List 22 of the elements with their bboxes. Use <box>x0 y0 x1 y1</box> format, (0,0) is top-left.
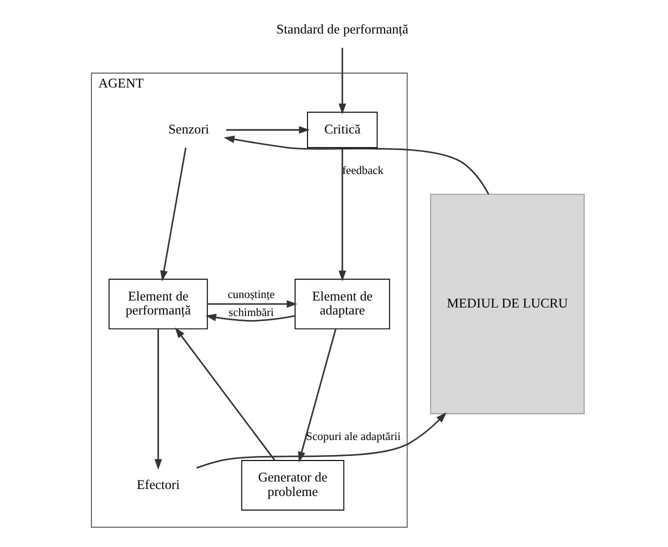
node-box: Generator de probleme <box>241 460 344 511</box>
arrow <box>205 314 296 322</box>
edge-label: cunoștințe <box>228 288 275 301</box>
arrow <box>208 300 298 308</box>
arrow <box>160 148 187 282</box>
node-box: MEDIUL DE LUCRU <box>430 194 585 414</box>
arrow <box>196 412 447 469</box>
arrow <box>154 329 162 470</box>
arrow <box>298 328 336 462</box>
arrow <box>226 126 310 134</box>
node-text: Senzori <box>168 121 210 136</box>
arrow <box>338 148 346 282</box>
node-text: Efectori <box>136 476 180 492</box>
edge-label: schimbări <box>228 307 274 320</box>
node-box: Element de adaptare <box>294 278 390 330</box>
arrow <box>224 136 490 195</box>
arrow <box>174 327 276 461</box>
node-text: Standard de performanță <box>276 21 408 36</box>
edge-label: Scopuri ale adaptării <box>306 431 401 444</box>
node-box: Element de performanță <box>108 278 208 330</box>
arrow <box>338 48 346 114</box>
node-box: Critică <box>307 112 378 148</box>
